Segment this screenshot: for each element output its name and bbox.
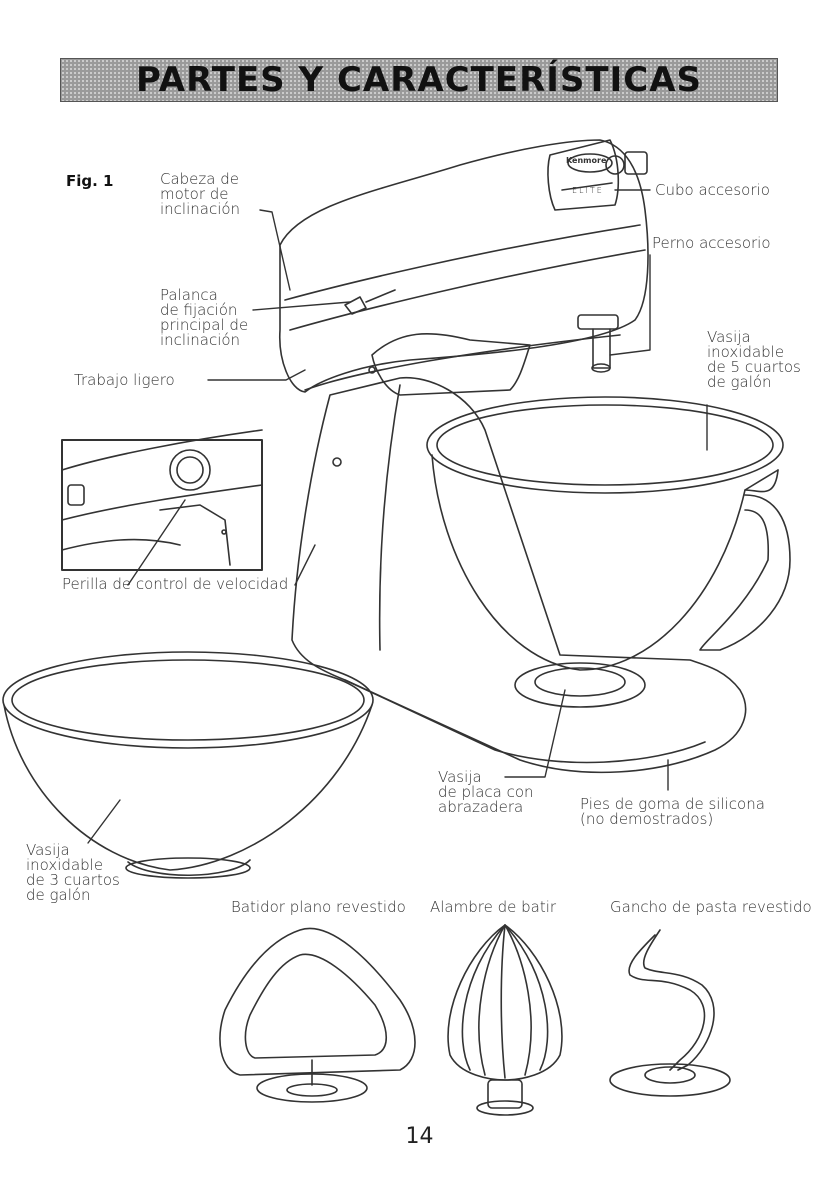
- label-speed-knob: Perilla de control de velocidad: [62, 575, 289, 593]
- leader-lines: [87, 189, 708, 844]
- label-bowl-5qt-2: inoxidable: [707, 343, 785, 361]
- label-bowl-3qt-3: de 3 cuartos: [26, 871, 120, 889]
- label-clamp-plate-3: abrazadera: [438, 798, 524, 816]
- label-tilt-head-1: Cabeza de: [160, 170, 239, 188]
- label-light-duty: Trabajo ligero: [74, 371, 175, 389]
- label-lock-lever-2: de fijación: [160, 301, 238, 319]
- label-lock-lever-3: principal de: [160, 316, 249, 334]
- label-bowl-3qt-2: inoxidable: [26, 856, 104, 874]
- label-tilt-head-3: inclinación: [160, 200, 241, 218]
- brand-logo: Kenmore: [566, 156, 607, 165]
- label-clamp-plate-1: Vasija: [438, 768, 482, 786]
- label-wire-whip: Alambre de batir: [430, 898, 557, 916]
- stand-mixer-drawing: [279, 139, 791, 774]
- page-title: PARTES Y CARACTERÍSTICAS: [135, 60, 702, 100]
- figure-label: Fig. 1: [66, 172, 114, 190]
- label-lock-lever-1: Palanca: [160, 286, 218, 304]
- speed-knob-inset: [61, 429, 263, 571]
- page-number: 14: [405, 1124, 434, 1149]
- label-bowl-3qt-4: de galón: [26, 886, 91, 904]
- label-flat-beater: Batidor plano revestido: [231, 898, 406, 916]
- label-rubber-feet-1: Pies de goma de silicona: [580, 795, 765, 813]
- label-dough-hook: Gancho de pasta revestido: [610, 898, 812, 916]
- label-tilt-head-2: motor de: [160, 185, 229, 203]
- label-accessory-pin: Perno accesorio: [652, 234, 771, 252]
- label-rubber-feet-2: (no demostrados): [580, 810, 714, 828]
- flat-beater-drawing: [219, 927, 416, 1103]
- label-bowl-5qt-4: de galón: [707, 373, 772, 391]
- label-bowl-5qt-1: Vasija: [707, 328, 751, 346]
- label-accessory-hub: Cubo accesorio: [655, 181, 770, 199]
- bowl-3qt-drawing: [2, 651, 374, 879]
- label-clamp-plate-2: de placa con: [438, 783, 534, 801]
- wire-whip-drawing: [447, 924, 563, 1116]
- dough-hook-drawing: [609, 929, 731, 1097]
- brand-model: ELITE: [572, 186, 604, 195]
- label-bowl-5qt-3: de 5 cuartos: [707, 358, 801, 376]
- label-bowl-3qt-1: Vasija: [26, 841, 70, 859]
- label-lock-lever-4: inclinación: [160, 331, 241, 349]
- header-banner: PARTES Y CARACTERÍSTICAS: [60, 58, 778, 102]
